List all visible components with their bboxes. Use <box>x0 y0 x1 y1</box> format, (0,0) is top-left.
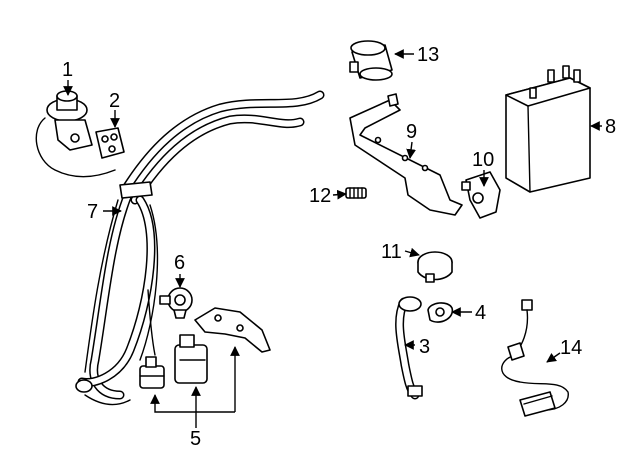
callout-labels: 1 2 3 4 5 6 7 8 9 10 11 12 13 14 <box>62 44 616 450</box>
callout-8: 8 <box>605 116 616 138</box>
callout-10: 10 <box>472 149 494 171</box>
leader-5 <box>150 394 197 428</box>
vacuum-hose-harness <box>75 90 325 406</box>
callout-3: 3 <box>419 336 430 358</box>
leader-14 <box>546 352 561 363</box>
callout-5: 5 <box>190 428 201 450</box>
canister-bracket <box>349 93 463 216</box>
pipe-gasket <box>427 302 454 323</box>
canister-cap <box>417 251 453 283</box>
callout-7: 7 <box>87 201 98 223</box>
egr-gasket <box>95 127 125 159</box>
oxygen-sensor <box>501 299 569 417</box>
egr-valve <box>35 90 116 178</box>
callout-2: 2 <box>109 90 120 112</box>
callout-12: 12 <box>309 185 331 207</box>
callout-6: 6 <box>174 252 185 274</box>
leader-12 <box>332 189 347 200</box>
callout-13: 13 <box>417 44 439 66</box>
solenoid-assembly <box>139 307 271 389</box>
callout-1: 1 <box>62 59 73 81</box>
callout-4: 4 <box>475 302 486 324</box>
leader-lines <box>63 49 602 428</box>
callout-11: 11 <box>381 241 402 263</box>
leader-11 <box>404 247 420 258</box>
egr-pipe <box>395 296 423 400</box>
filter <box>349 40 393 81</box>
bolt <box>345 187 367 199</box>
charcoal-canister <box>505 65 591 193</box>
callout-9: 9 <box>406 121 417 143</box>
leader-9 <box>406 141 416 159</box>
purge-valve <box>461 171 501 219</box>
vacuum-sensor <box>159 287 193 319</box>
callout-14: 14 <box>560 337 582 359</box>
